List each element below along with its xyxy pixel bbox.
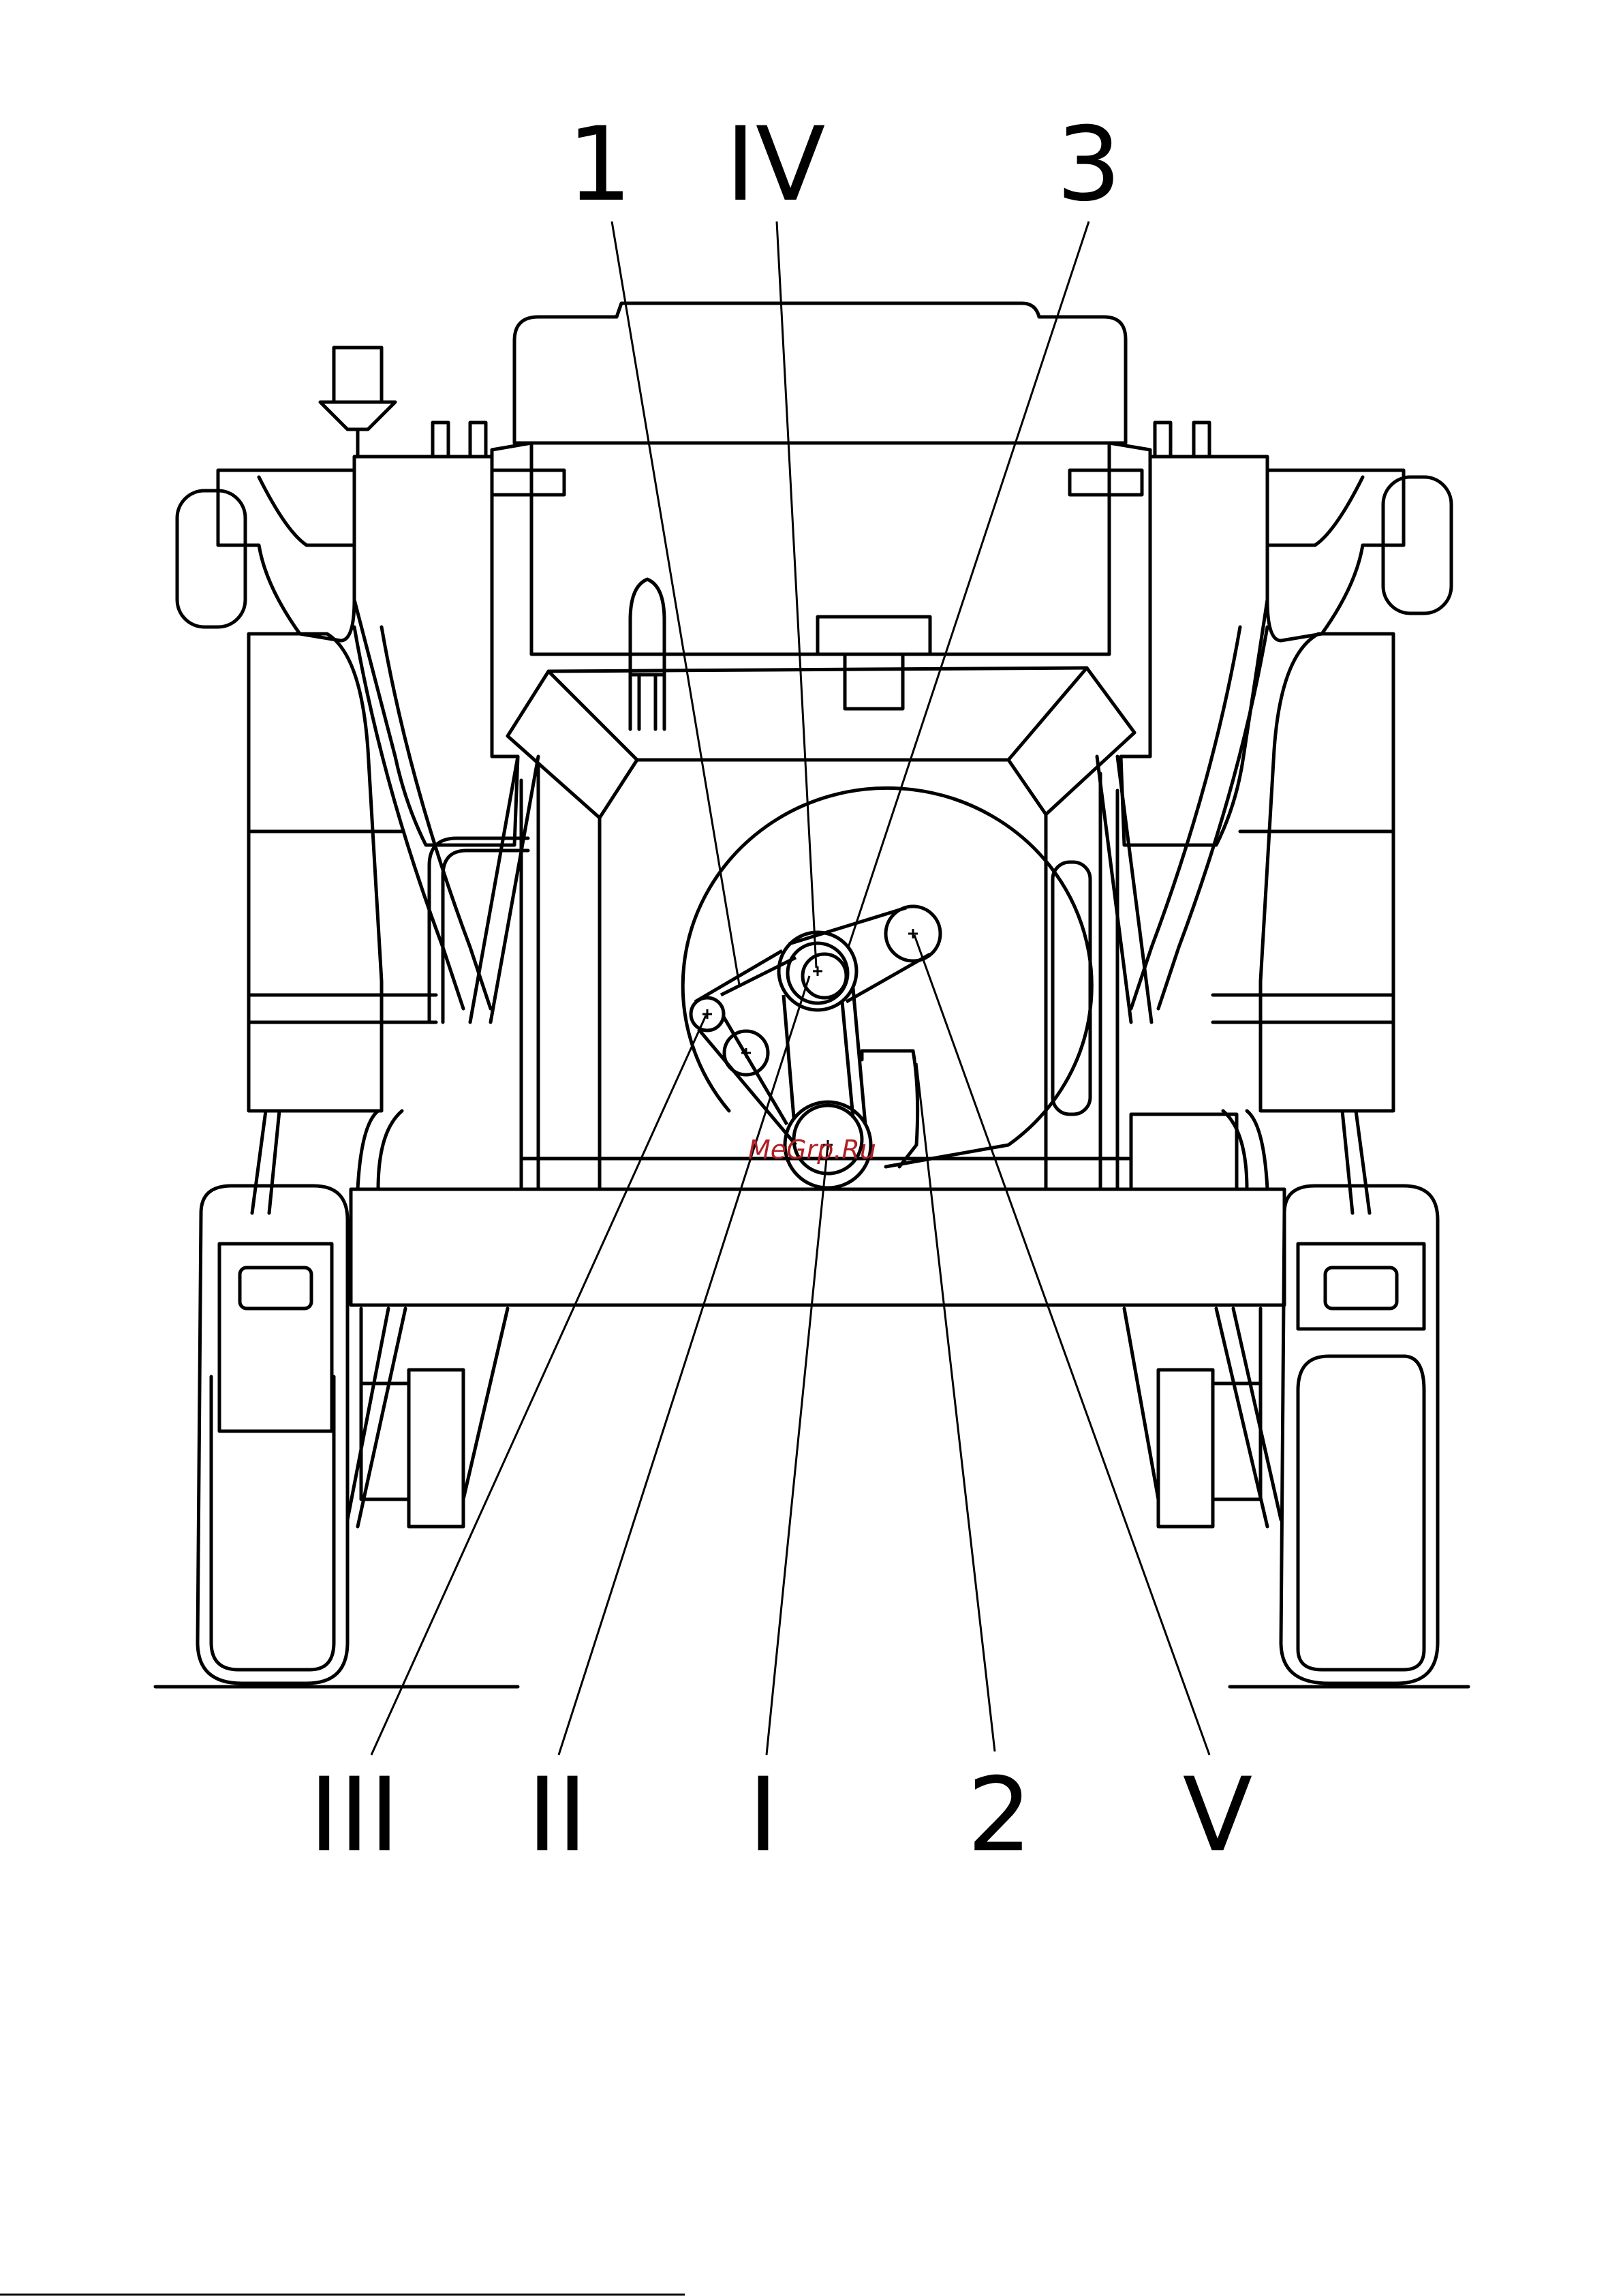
callouts-top: 1 IV 3 [567,106,1121,224]
right-lower-strut [1223,1111,1370,1213]
right-wheel [1281,1186,1438,1683]
callout-ii: II [527,1756,587,1875]
belt-iv-v [789,908,930,1002]
left-side-panel-lines [249,831,436,1022]
left-side-panel [249,634,382,1111]
right-axle-linkage [1124,1308,1281,1527]
left-pegs [433,423,486,457]
leader-i [767,1145,828,1755]
left-wheel-lamp [240,1268,311,1308]
beacon-light [320,348,395,457]
callout-v: V [1183,1756,1253,1875]
right-wheel-lamp [1325,1268,1397,1308]
left-axle-linkage [347,1308,508,1527]
left-mirror-bracket [492,470,564,495]
right-wheel-plate [1298,1244,1424,1329]
cab-roof [514,303,1126,443]
callout-3: 3 [1056,106,1121,224]
left-fender [218,470,354,641]
cab-body [531,443,1109,654]
leader-2 [916,1063,995,1751]
left-mirror [177,491,245,627]
right-upper-hood [1121,457,1267,845]
leader-3 [848,221,1089,947]
callout-2: 2 [967,1756,1032,1875]
callouts-bottom: III II I 2 V [309,1756,1253,1875]
cab-posts [492,443,1150,654]
right-wheel-tread [1298,1356,1424,1670]
rear-housing [521,763,1117,1189]
rear-console [818,617,930,709]
leader-ii [559,976,809,1755]
leader-v [914,935,1209,1755]
left-handrail [429,838,528,1022]
callout-iv: IV [726,106,826,224]
right-fender-inner [1267,477,1363,545]
right-shoulder [1008,668,1134,814]
right-box [1131,1114,1237,1189]
right-side-panel-lines [1213,831,1393,1022]
left-wheel-inner [211,1377,334,1670]
right-pegs [1155,423,1209,457]
left-shoulder [508,671,637,818]
leader-iv [777,221,816,968]
callout-i: I [748,1756,778,1875]
left-lower-strut [252,1111,402,1213]
right-side-panel [1261,634,1393,1111]
right-strut-2 [1097,756,1151,1022]
cab-roof-lower [531,443,1109,477]
left-fender-inner [259,477,354,545]
right-mirror-bracket [1070,470,1142,495]
left-wheel-plate [219,1244,332,1431]
callout-1: 1 [567,106,632,224]
callout-iii: III [309,1756,400,1875]
left-upper-hood [354,457,518,845]
watermark: MeGrp.Ru [748,1135,876,1165]
